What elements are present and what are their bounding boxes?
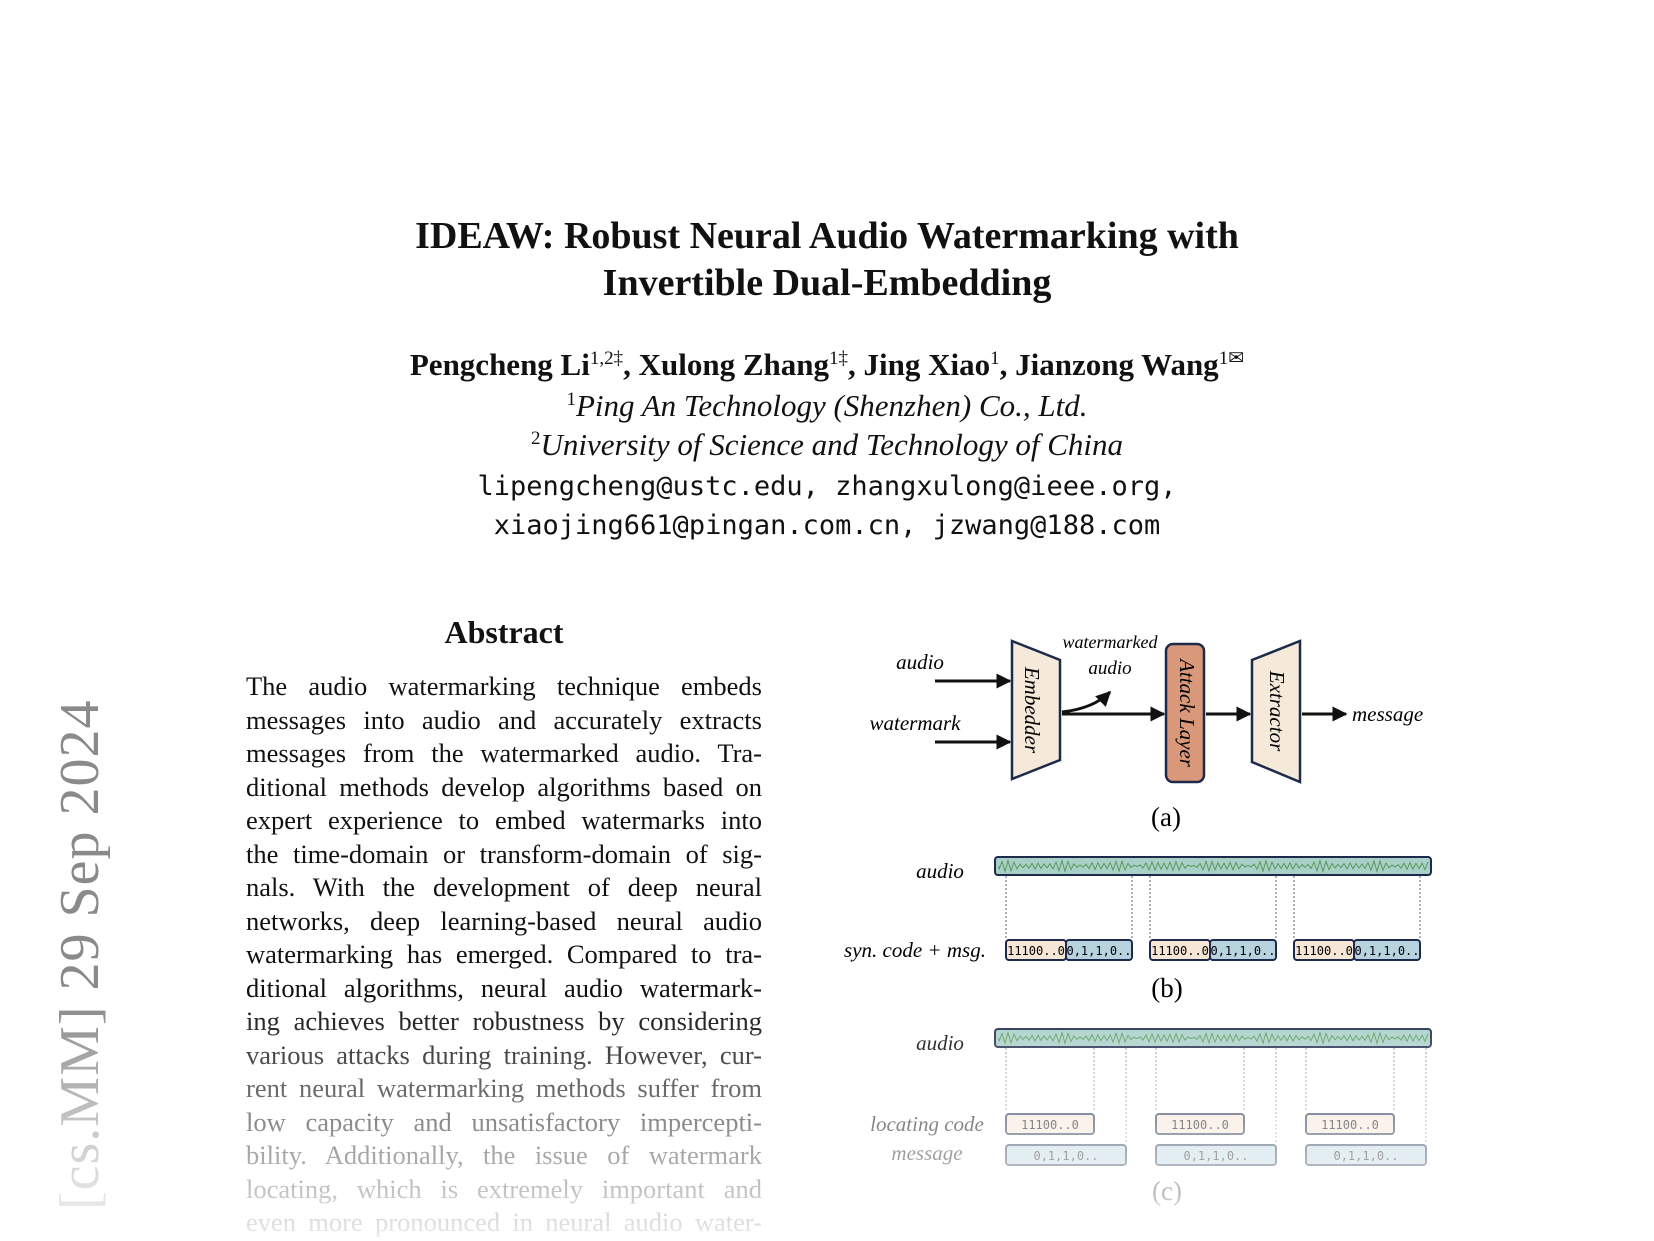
author-name: Xulong Zhang <box>638 347 829 382</box>
abstract-line: ditional algorithms, neural audio waterm… <box>246 972 762 1003</box>
panel-b-audio-track <box>994 856 1432 876</box>
abstract-line: watermarking has emerged. Compared to tr… <box>246 939 762 969</box>
panel-b-audio-label: audio <box>916 859 964 883</box>
abstract-line: expert experience to embed watermarks in… <box>246 805 762 835</box>
title-line-2: Invertible Dual-Embedding <box>602 262 1052 304</box>
embedder-block <box>1010 639 1062 781</box>
panel-c-segments: 11100..0 0,1,1,0.. 11100..0 0,1,1,0.. 11100.… <box>1005 1048 1427 1166</box>
message-text: 0,1,1,0.. <box>1333 1149 1398 1163</box>
affiliation-1: 1Ping An Technology (Shenzhen) Co., Ltd. <box>0 387 1654 425</box>
label-audio-input: audio <box>896 650 944 674</box>
message-text: 0,1,1,0.. <box>1354 944 1419 958</box>
message-box <box>1209 939 1277 961</box>
abstract-line: nals. With the development of deep neura… <box>246 872 762 902</box>
affiliation-mark: 1 <box>566 389 577 410</box>
label-watermarked: watermarked <box>1063 632 1159 652</box>
title-line-1: IDEAW: Robust Neural Audio Watermarking … <box>415 215 1239 257</box>
panel-b-waveform <box>998 858 1429 874</box>
message-box <box>1065 939 1133 961</box>
figure-panel-c: audio locating code message 11100..0 0,1,… <box>870 1028 1432 1206</box>
affiliation-mark: 2 <box>530 428 541 449</box>
author-separator: , <box>999 347 1016 382</box>
abstract-heading: Abstract <box>444 614 564 650</box>
message-text: 0,1,1,0.. <box>1033 1149 1098 1163</box>
author-separator: , <box>848 347 864 382</box>
author-affil-mark: 1‡ <box>829 348 848 369</box>
locating-code-text: 11100..0 <box>1171 1118 1229 1132</box>
author-list: Pengcheng Li1,2‡, Xulong Zhang1‡, Jing X… <box>0 346 1654 384</box>
arrow-watermarked-curve <box>1061 690 1112 714</box>
caption-b: (b) <box>1151 973 1182 1003</box>
extractor-block <box>1250 639 1302 784</box>
sync-code-text: 11100..0 <box>1295 944 1353 958</box>
affiliation-name: University of Science and Technology of … <box>540 427 1124 462</box>
author-name: Jianzong Wang <box>1015 347 1219 382</box>
panel-b-code-label: syn. code + msg. <box>844 938 986 962</box>
caption-a: (a) <box>1151 802 1181 832</box>
author-name: Pengcheng Li <box>409 347 590 382</box>
panel-c-message-label: message <box>891 1141 962 1165</box>
label-message-output: message <box>1352 702 1423 726</box>
sync-code-text: 11100..0 <box>1151 944 1209 958</box>
affiliation-name: Ping An Technology (Shenzhen) Co., Ltd. <box>576 388 1088 423</box>
extractor-label: Extractor <box>1265 670 1289 752</box>
attack-layer-label: Attack Layer <box>1175 657 1199 768</box>
paper-title: IDEAW: Robust Neural Audio Watermarking … <box>0 213 1654 307</box>
locating-code-text: 11100..0 <box>1321 1118 1379 1132</box>
sync-code-text: 11100..0 <box>1007 944 1065 958</box>
locating-code-text: 11100..0 <box>1021 1118 1079 1132</box>
embedder-label: Embedder <box>1020 666 1044 754</box>
email-line-1: lipengcheng@ustc.edu, zhangxulong@ieee.o… <box>477 471 1177 502</box>
affiliation-2: 2University of Science and Technology of… <box>0 426 1654 464</box>
author-affil-mark: 1✉ <box>1218 348 1245 369</box>
panel-c-audio-label: audio <box>916 1031 964 1055</box>
label-watermark-input: watermark <box>870 711 962 735</box>
caption-c: (c) <box>1152 1176 1182 1206</box>
author-name: Jing Xiao <box>863 347 991 382</box>
message-box <box>1353 939 1421 961</box>
attack-layer-block <box>1164 642 1206 784</box>
author-separator: , <box>623 347 639 382</box>
author-affil-mark: 1 <box>990 348 1000 369</box>
figure-panel-a: audio watermark Embedder watermarked aud… <box>870 632 1424 832</box>
panel-c-locating-label: locating code <box>870 1112 984 1136</box>
abstract-line: networks, deep learning-based neural aud… <box>246 905 762 936</box>
email-line-2: xiaojing661@pingan.com.cn, jzwang@188.co… <box>493 510 1161 541</box>
message-text: 0,1,1,0.. <box>1183 1149 1248 1163</box>
abstract-line: ditional methods develop algorithms base… <box>246 771 762 802</box>
abstract-line: the time-domain or transform-domain of s… <box>246 838 762 869</box>
label-watermarked-audio: audio <box>1088 658 1131 679</box>
message-text: 0,1,1,0.. <box>1066 944 1131 958</box>
abstract-line: messages from the watermarked audio. Tra… <box>246 738 762 768</box>
abstract-line: messages into audio and accurately extra… <box>246 704 762 735</box>
abstract-line: The audio watermarking technique embeds <box>246 671 762 701</box>
message-text: 0,1,1,0.. <box>1210 944 1275 958</box>
author-affil-mark: 1,2‡ <box>589 348 624 369</box>
